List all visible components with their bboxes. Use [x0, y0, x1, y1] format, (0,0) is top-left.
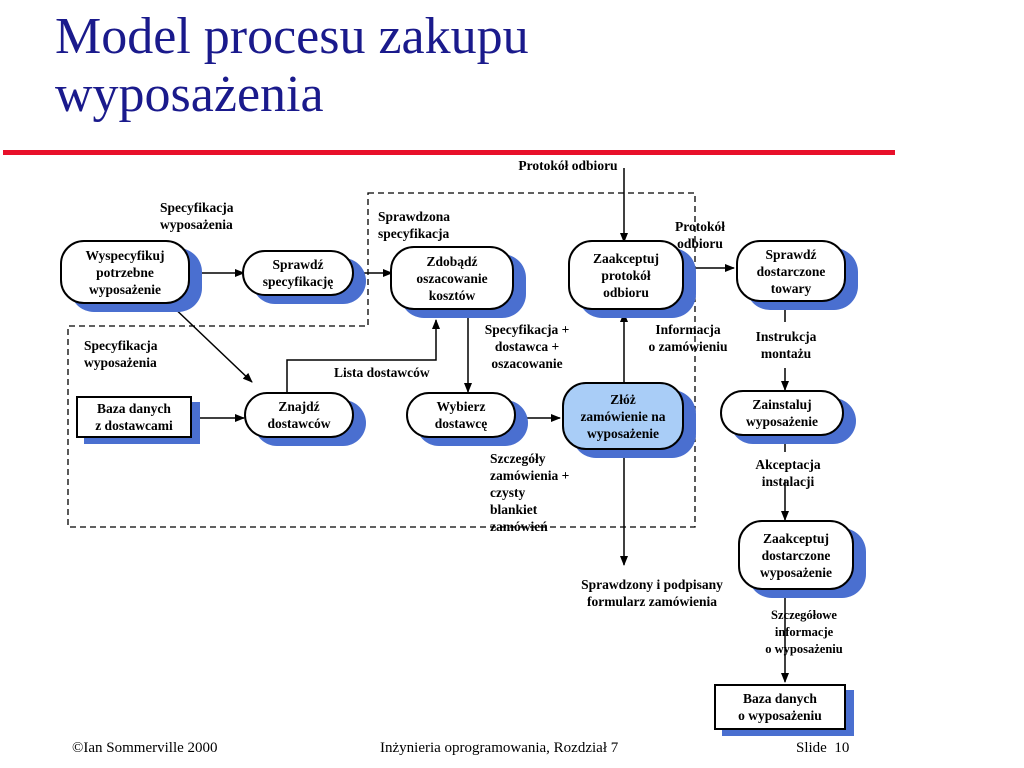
footer-slide-number: Slide 10	[796, 740, 850, 756]
flow-label-specyfikacja-2: Specyfikacja wyposażenia	[84, 338, 158, 370]
process-wyspecyfikuj[interactable]: Wyspecyfikuj potrzebne wyposażenie	[60, 240, 190, 304]
slide-title: Model procesu zakupu wyposażenia	[55, 8, 529, 124]
flow-label-instrukcja: Instrukcja montażu	[755, 329, 817, 361]
footer-copyright: ©Ian Sommerville 2000	[72, 740, 218, 756]
flow-label-sprawdzony: Sprawdzony i podpisany formularz zamówie…	[581, 577, 723, 609]
process-wybierz-dostawce[interactable]: Wybierz dostawcę	[406, 392, 516, 438]
slide-title-line2: wyposażenia	[55, 66, 324, 123]
flow-label-protokol-2: Protokół odbioru	[675, 219, 725, 251]
flow-label-informacja: Informacja o zamówieniu	[648, 322, 728, 354]
flow-label-spec-dostawca: Specyfikacja + dostawca + oszacowanie	[484, 322, 570, 371]
flow-label-akceptacja: Akceptacja instalacji	[755, 457, 821, 489]
slide-title-line1: Model procesu zakupu	[55, 8, 529, 65]
process-zainstaluj[interactable]: Zainstaluj wyposażenie	[720, 390, 844, 436]
process-zloz-zamowienie[interactable]: Złóż zamówienie na wyposażenie	[562, 382, 684, 450]
flow-label-protokol-top: Protokół odbioru	[518, 158, 618, 173]
store-baza-wyposazenia[interactable]: Baza danych o wyposażeniu	[714, 684, 846, 730]
title-rule	[3, 150, 895, 155]
process-sprawdz-specyfikacje[interactable]: Sprawdź specyfikację	[242, 250, 354, 296]
process-zaakceptuj-protokol[interactable]: Zaakceptuj protokół odbioru	[568, 240, 684, 310]
flow-label-szczegoly: Szczegóły zamówienia + czysty blankiet z…	[490, 451, 570, 534]
footer-course: Inżynieria oprogramowania, Rozdział 7	[380, 740, 619, 756]
flow-label-szczegolowe: Szczegółowe informacje o wyposażeniu	[765, 608, 843, 656]
flow-p1-p6	[167, 301, 253, 383]
process-sprawdz-towary[interactable]: Sprawdź dostarczone towary	[736, 240, 846, 302]
flow-label-sprawdzona: Sprawdzona specyfikacja	[378, 209, 451, 241]
process-znajdz-dostawcow[interactable]: Znajdź dostawców	[244, 392, 354, 438]
process-zaakceptuj-wyposazenie[interactable]: Zaakceptuj dostarczone wyposażenie	[738, 520, 854, 590]
flow-p6-p3	[286, 319, 440, 392]
flow-label-specyfikacja-1: Specyfikacja wyposażenia	[160, 200, 234, 232]
store-baza-dostawcow[interactable]: Baza danych z dostawcami	[76, 396, 192, 438]
process-zdobadz-oszacowanie[interactable]: Zdobądź oszacowanie kosztów	[390, 246, 514, 310]
flow-label-lista: Lista dostawców	[334, 365, 430, 380]
